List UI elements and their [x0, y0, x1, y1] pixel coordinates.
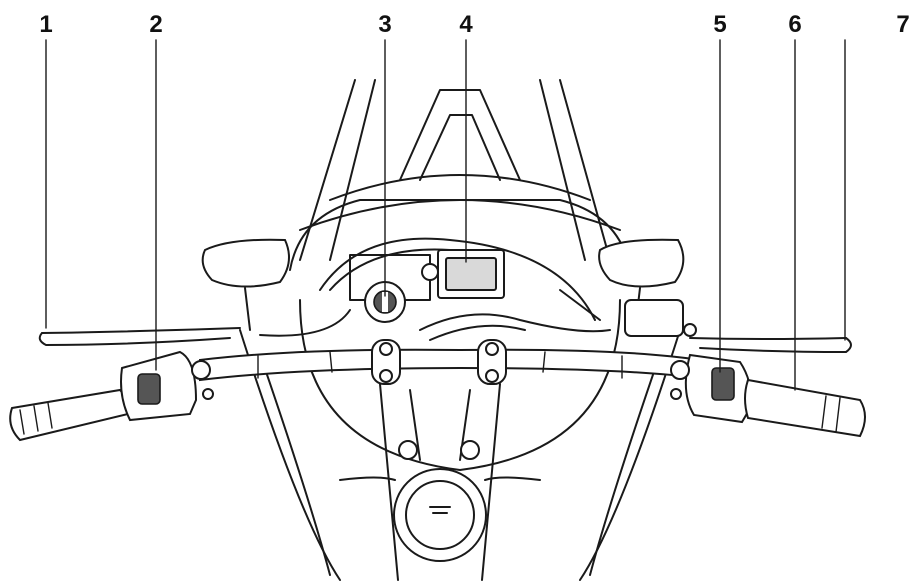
callout-leaders: [45, 39, 846, 391]
callout-2: 2: [149, 11, 162, 38]
left-mirror: [201, 238, 290, 331]
callout-4: 4: [459, 11, 473, 38]
callout-3: 3: [378, 11, 391, 38]
handlebar: [199, 348, 701, 382]
cables: [259, 237, 611, 341]
callout-6: 6: [788, 11, 801, 38]
callout-5: 5: [713, 11, 726, 38]
left-switch-housing: [120, 350, 214, 422]
instrument-display: [349, 249, 505, 301]
front-fairing: [239, 79, 681, 581]
front-brake-reservoir: [624, 299, 697, 337]
handlebar-clamp: [371, 339, 507, 385]
callout-1: 1: [39, 11, 52, 38]
callout-7: 7: [896, 11, 909, 38]
steering-stem: [339, 383, 541, 581]
left-grip: [9, 388, 130, 442]
right-switch-housing: [670, 353, 754, 424]
front-brake-lever: [689, 337, 852, 353]
clutch-lever: [38, 327, 241, 346]
throttle-grip: [744, 378, 866, 438]
